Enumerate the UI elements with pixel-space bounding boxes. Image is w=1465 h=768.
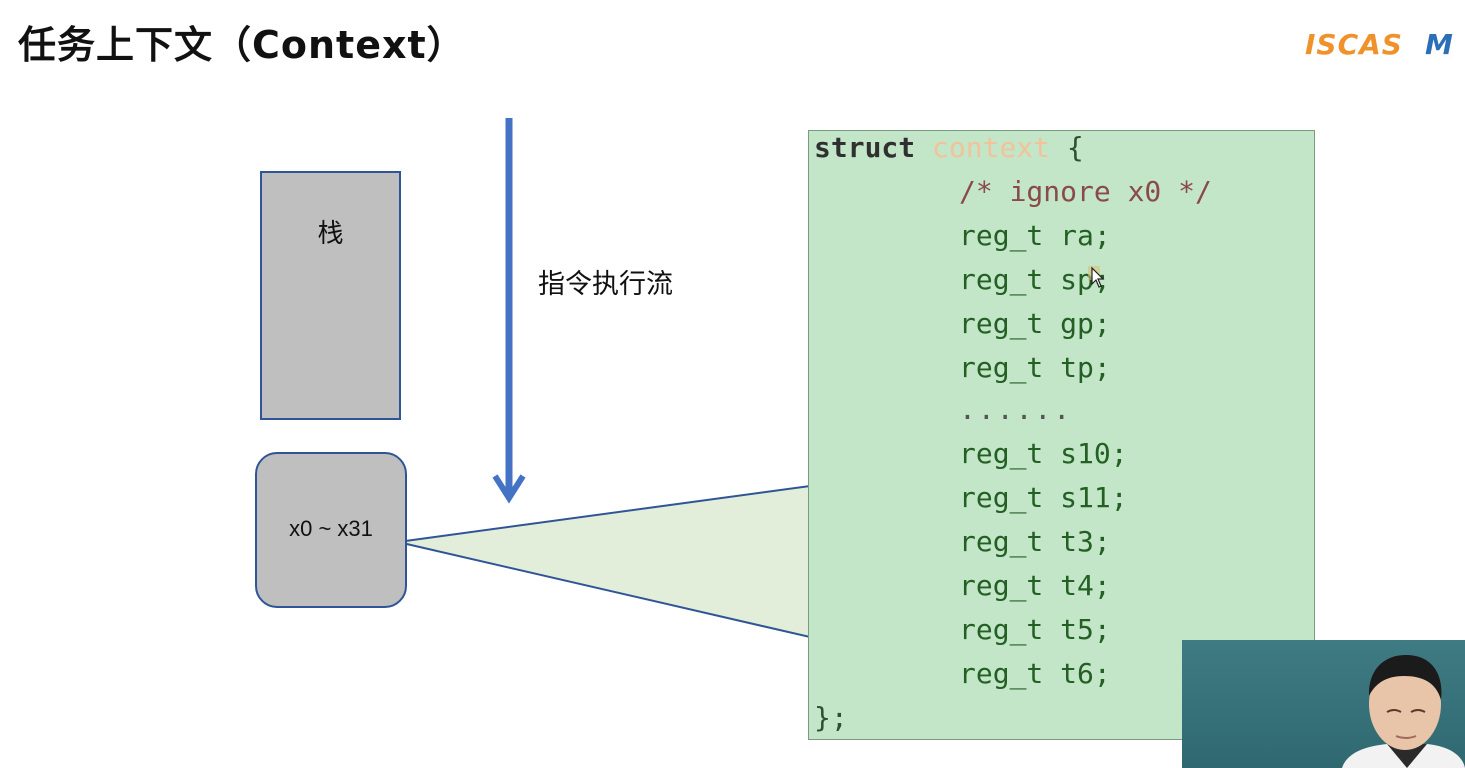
code-line-ellipsis: ...... (959, 393, 1072, 426)
logo-text: ISCAS (1305, 28, 1403, 61)
close-brace: }; (814, 701, 848, 734)
field-type: reg_t (959, 613, 1044, 646)
code-line-close: }; (814, 701, 848, 734)
field-name: s11; (1060, 481, 1128, 514)
iscas-logo: ISCAS M (1305, 28, 1454, 61)
field-name: t4; (1060, 569, 1111, 602)
field-type: reg_t (959, 569, 1044, 602)
stack-box: 栈 (260, 171, 401, 420)
field-name: gp; (1060, 307, 1111, 340)
stack-label: 栈 (317, 219, 344, 249)
code-line-field: reg_t t3; (959, 525, 1111, 558)
field-name: ra; (1060, 219, 1111, 252)
code-line-field: reg_t s10; (959, 437, 1128, 470)
execution-flow-arrow-head (492, 474, 526, 504)
context-wedge (397, 484, 811, 639)
struct-name: context (932, 131, 1051, 164)
struct-keyword: struct (814, 131, 916, 164)
logo-text-2: M (1424, 28, 1454, 61)
field-type: reg_t (959, 657, 1044, 690)
field-name: t6; (1060, 657, 1111, 690)
field-type: reg_t (959, 525, 1044, 558)
code-line-field: reg_t s11; (959, 481, 1128, 514)
code-line-struct: struct context { (814, 131, 1084, 164)
registers-box: x0 ~ x31 (255, 452, 407, 608)
slide-title: 任务上下文（Context） (18, 23, 466, 67)
field-type: reg_t (959, 263, 1044, 296)
presenter-video (1182, 640, 1465, 768)
code-line-field: reg_t gp; (959, 307, 1111, 340)
field-name: tp; (1060, 351, 1111, 384)
code-line-field: reg_t t4; (959, 569, 1111, 602)
field-type: reg_t (959, 307, 1044, 340)
code-line-comment: /* ignore x0 */ (959, 175, 1212, 208)
open-brace: { (1066, 131, 1084, 164)
code-comment: /* ignore x0 */ (959, 175, 1212, 208)
field-type: reg_t (959, 437, 1044, 470)
presenter-avatar (1342, 654, 1465, 768)
code-line-field: reg_t t6; (959, 657, 1111, 690)
mouse-pointer-icon (1088, 266, 1105, 288)
field-type: reg_t (959, 351, 1044, 384)
field-name: t5; (1060, 613, 1111, 646)
field-name: s10; (1060, 437, 1128, 470)
code-line-field: reg_t sp; (959, 263, 1111, 296)
field-type: reg_t (959, 219, 1044, 252)
field-name: t3; (1060, 525, 1111, 558)
code-line-field: reg_t t5; (959, 613, 1111, 646)
field-type: reg_t (959, 481, 1044, 514)
code-line-field: reg_t tp; (959, 351, 1111, 384)
code-line-field: reg_t ra; (959, 219, 1111, 252)
registers-label: x0 ~ x31 (289, 516, 373, 541)
context-struct-code: struct context { /* ignore x0 */ reg_t r… (808, 130, 1315, 740)
instruction-flow-label: 指令执行流 (538, 269, 673, 300)
code-ellipsis: ...... (959, 393, 1073, 426)
